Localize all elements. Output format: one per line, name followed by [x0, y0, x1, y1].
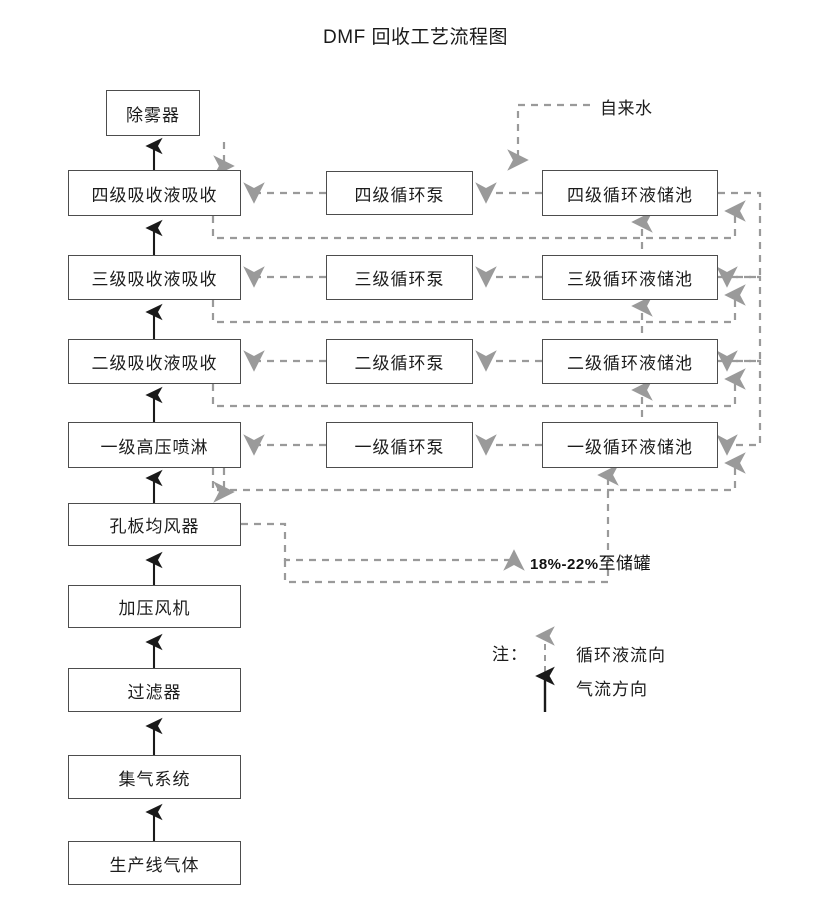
node-tank2[interactable]: 二级循环液储池 [542, 339, 718, 384]
node-abs3[interactable]: 三级吸收液吸收 [68, 255, 241, 300]
node-label: 二级循环液储池 [567, 354, 693, 373]
node-spray1[interactable]: 一级高压喷淋 [68, 422, 241, 468]
node-label: 四级吸收液吸收 [91, 185, 218, 205]
node-label: 除雾器 [126, 105, 180, 125]
node-label: 四级循环液储池 [567, 185, 693, 205]
node-fan[interactable]: 加压风机 [68, 585, 241, 628]
node-gas-collect[interactable]: 集气系统 [68, 755, 241, 799]
node-label: 过滤器 [127, 682, 182, 702]
node-label: 集气系统 [118, 769, 191, 789]
node-tank1[interactable]: 一级循环液储池 [542, 422, 718, 468]
label-to-storage: 18%-22%至储罐 [530, 549, 651, 574]
legend-gas-flow-label: 气流方向 [576, 680, 648, 699]
node-label: 一级高压喷淋 [100, 437, 209, 457]
node-demister[interactable]: 除雾器 [106, 90, 200, 136]
legend-liquid-flow-label: 循环液流向 [576, 646, 666, 665]
node-filter[interactable]: 过滤器 [68, 668, 241, 712]
node-label: 孔板均风器 [109, 517, 200, 536]
node-abs4[interactable]: 四级吸收液吸收 [68, 170, 241, 216]
legend-item-gas-flow: 气流方向 [576, 675, 648, 700]
tap-water-text: 自来水 [600, 99, 653, 118]
legend-item-liquid-flow: 循环液流向 [576, 641, 666, 666]
legend-prefix: 注： [492, 640, 528, 665]
label-tap-water: 自来水 [600, 94, 653, 119]
node-tank3[interactable]: 三级循环液储池 [542, 255, 718, 300]
node-label: 三级吸收液吸收 [91, 270, 218, 289]
node-label: 四级循环泵 [354, 185, 445, 205]
node-label: 加压风机 [118, 599, 191, 618]
node-orifice[interactable]: 孔板均风器 [68, 503, 241, 546]
node-label: 一级循环泵 [354, 437, 445, 457]
node-label: 二级吸收液吸收 [91, 354, 218, 373]
node-label: 二级循环泵 [354, 354, 445, 373]
node-pump3[interactable]: 三级循环泵 [326, 255, 473, 300]
node-pump4[interactable]: 四级循环泵 [326, 171, 473, 215]
node-source[interactable]: 生产线气体 [68, 841, 241, 885]
node-pump1[interactable]: 一级循环泵 [326, 422, 473, 468]
node-label: 三级循环液储池 [567, 270, 693, 289]
page-title: DMF 回收工艺流程图 [323, 27, 508, 48]
to-storage-suffix: 至储罐 [598, 554, 652, 573]
to-storage-value: 18%-22% [530, 556, 599, 573]
node-abs2[interactable]: 二级吸收液吸收 [68, 339, 241, 384]
node-label: 三级循环泵 [354, 270, 445, 289]
node-label: 一级循环液储池 [567, 437, 693, 457]
node-tank4[interactable]: 四级循环液储池 [542, 170, 718, 216]
legend-prefix-text: 注： [492, 645, 528, 664]
node-label: 生产线气体 [109, 855, 200, 875]
node-pump2[interactable]: 二级循环泵 [326, 339, 473, 384]
